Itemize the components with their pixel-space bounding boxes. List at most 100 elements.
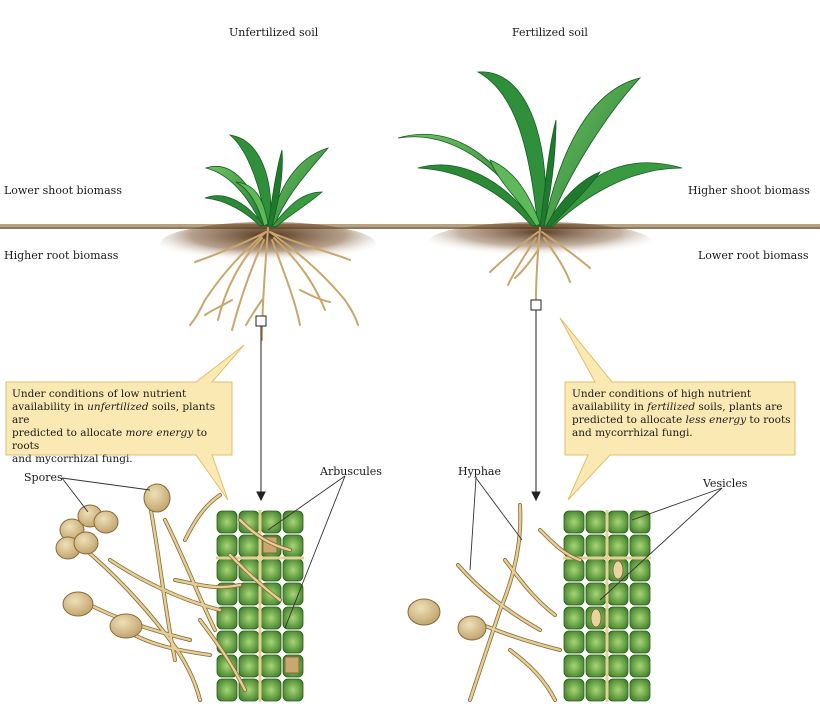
root-cell	[260, 606, 282, 630]
callout-left-emphasis-unfertilized: unfertilized	[87, 401, 149, 413]
root-cell	[563, 510, 585, 534]
callout-right-text: Under conditions of high nutrient availa…	[572, 388, 792, 440]
spore	[407, 598, 441, 626]
root-cell	[607, 654, 629, 678]
root-cell	[563, 678, 585, 702]
vesicle	[612, 560, 624, 580]
spore	[93, 510, 119, 534]
callout-left-line2: availability in	[12, 401, 88, 413]
root-cell	[629, 606, 651, 630]
root-cell	[260, 510, 282, 534]
spore	[62, 591, 94, 617]
root-cell	[629, 654, 651, 678]
root-cell	[260, 558, 282, 582]
root-cell	[563, 630, 585, 654]
label-lower-shoot-biomass: Lower shoot biomass	[4, 184, 122, 197]
root-cell	[216, 558, 238, 582]
spores-right	[407, 598, 487, 641]
soil-surface	[0, 224, 820, 229]
root-cell	[238, 582, 260, 606]
plant-right-roots	[489, 227, 591, 301]
root-cell	[585, 582, 607, 606]
root-cell	[629, 510, 651, 534]
callout-left-shape	[5, 344, 245, 501]
root-cell	[238, 534, 260, 558]
plant-left-roots	[189, 227, 359, 341]
callout-right-emphasis-fertilized: fertilized	[647, 401, 696, 413]
label-arbuscules: Arbuscules	[320, 465, 382, 478]
callout-left-text: Under conditions of low nutrient availab…	[12, 388, 228, 466]
root-cell	[607, 606, 629, 630]
pointer-lines	[61, 475, 723, 629]
title-unfertilized: Unfertilized soil	[229, 26, 319, 39]
callout-right-line4: and mycorrhizal fungi.	[572, 427, 693, 439]
hyphae-right-inner	[456, 503, 582, 702]
root-cell	[607, 678, 629, 702]
label-hyphae: Hyphae	[458, 465, 502, 478]
root-cell	[585, 654, 607, 678]
root-cells-right	[563, 510, 651, 702]
callout-left-line3: predicted to allocate	[12, 427, 126, 439]
label-higher-shoot-biomass: Higher shoot biomass	[688, 184, 810, 197]
label-vesicles: Vesicles	[703, 477, 748, 490]
root-cell	[607, 510, 629, 534]
root-cell	[563, 582, 585, 606]
root-cell	[238, 630, 260, 654]
spores-left	[55, 483, 171, 639]
root-cell	[563, 558, 585, 582]
root-cell	[585, 630, 607, 654]
callout-right-shape	[559, 317, 796, 501]
root-cell	[260, 630, 282, 654]
root-cell	[282, 630, 304, 654]
root-cell	[629, 534, 651, 558]
label-spores: Spores	[24, 471, 63, 484]
root-cell	[607, 630, 629, 654]
plant-right-shoot	[397, 71, 683, 228]
root-cell	[282, 558, 304, 582]
root-cell	[282, 582, 304, 606]
root-cell	[282, 510, 304, 534]
root-cell	[216, 534, 238, 558]
root-cell	[260, 654, 282, 678]
root-cell	[260, 678, 282, 702]
callout-left-line1: Under conditions of low nutrient	[12, 388, 187, 400]
callout-right-line2-end: soils, plants are	[695, 401, 783, 413]
vesicle	[590, 608, 602, 628]
root-cell	[585, 510, 607, 534]
root-cell	[585, 558, 607, 582]
zoom-arrows	[256, 310, 541, 502]
root-cell	[238, 606, 260, 630]
root-cell	[629, 582, 651, 606]
root-cell	[629, 678, 651, 702]
label-higher-root-biomass: Higher root biomass	[4, 249, 119, 262]
callout-right-line1: Under conditions of high nutrient	[572, 388, 752, 400]
zoom-box-left	[255, 315, 267, 327]
root-cell	[585, 534, 607, 558]
callout-left-line2-end: soils, plants are	[12, 401, 216, 426]
root-cell	[563, 606, 585, 630]
root-cell	[238, 654, 260, 678]
callout-right-line3: predicted to allocate	[572, 414, 686, 426]
root-cell	[607, 534, 629, 558]
root-cell	[585, 678, 607, 702]
label-lower-root-biomass: Lower root biomass	[698, 249, 809, 262]
root-cell	[563, 654, 585, 678]
callout-right-line2: availability in	[572, 401, 648, 413]
zoom-box-right	[530, 299, 542, 311]
root-cell	[607, 582, 629, 606]
soil-shadow-right	[428, 222, 652, 262]
root-cell	[216, 510, 238, 534]
callout-left-emphasis-more-energy: more energy	[125, 427, 194, 439]
root-cell	[282, 534, 304, 558]
title-fertilized: Fertilized soil	[512, 26, 588, 39]
root-cell	[216, 606, 238, 630]
callout-right-emphasis-less-energy: less energy	[685, 414, 747, 426]
callout-left-line4: and mycorrhizal fungi.	[12, 453, 133, 465]
arbuscule	[284, 656, 300, 674]
root-cell	[282, 678, 304, 702]
spore	[143, 483, 171, 513]
callout-right-line3-end: to roots	[746, 414, 791, 426]
root-cell	[216, 678, 238, 702]
